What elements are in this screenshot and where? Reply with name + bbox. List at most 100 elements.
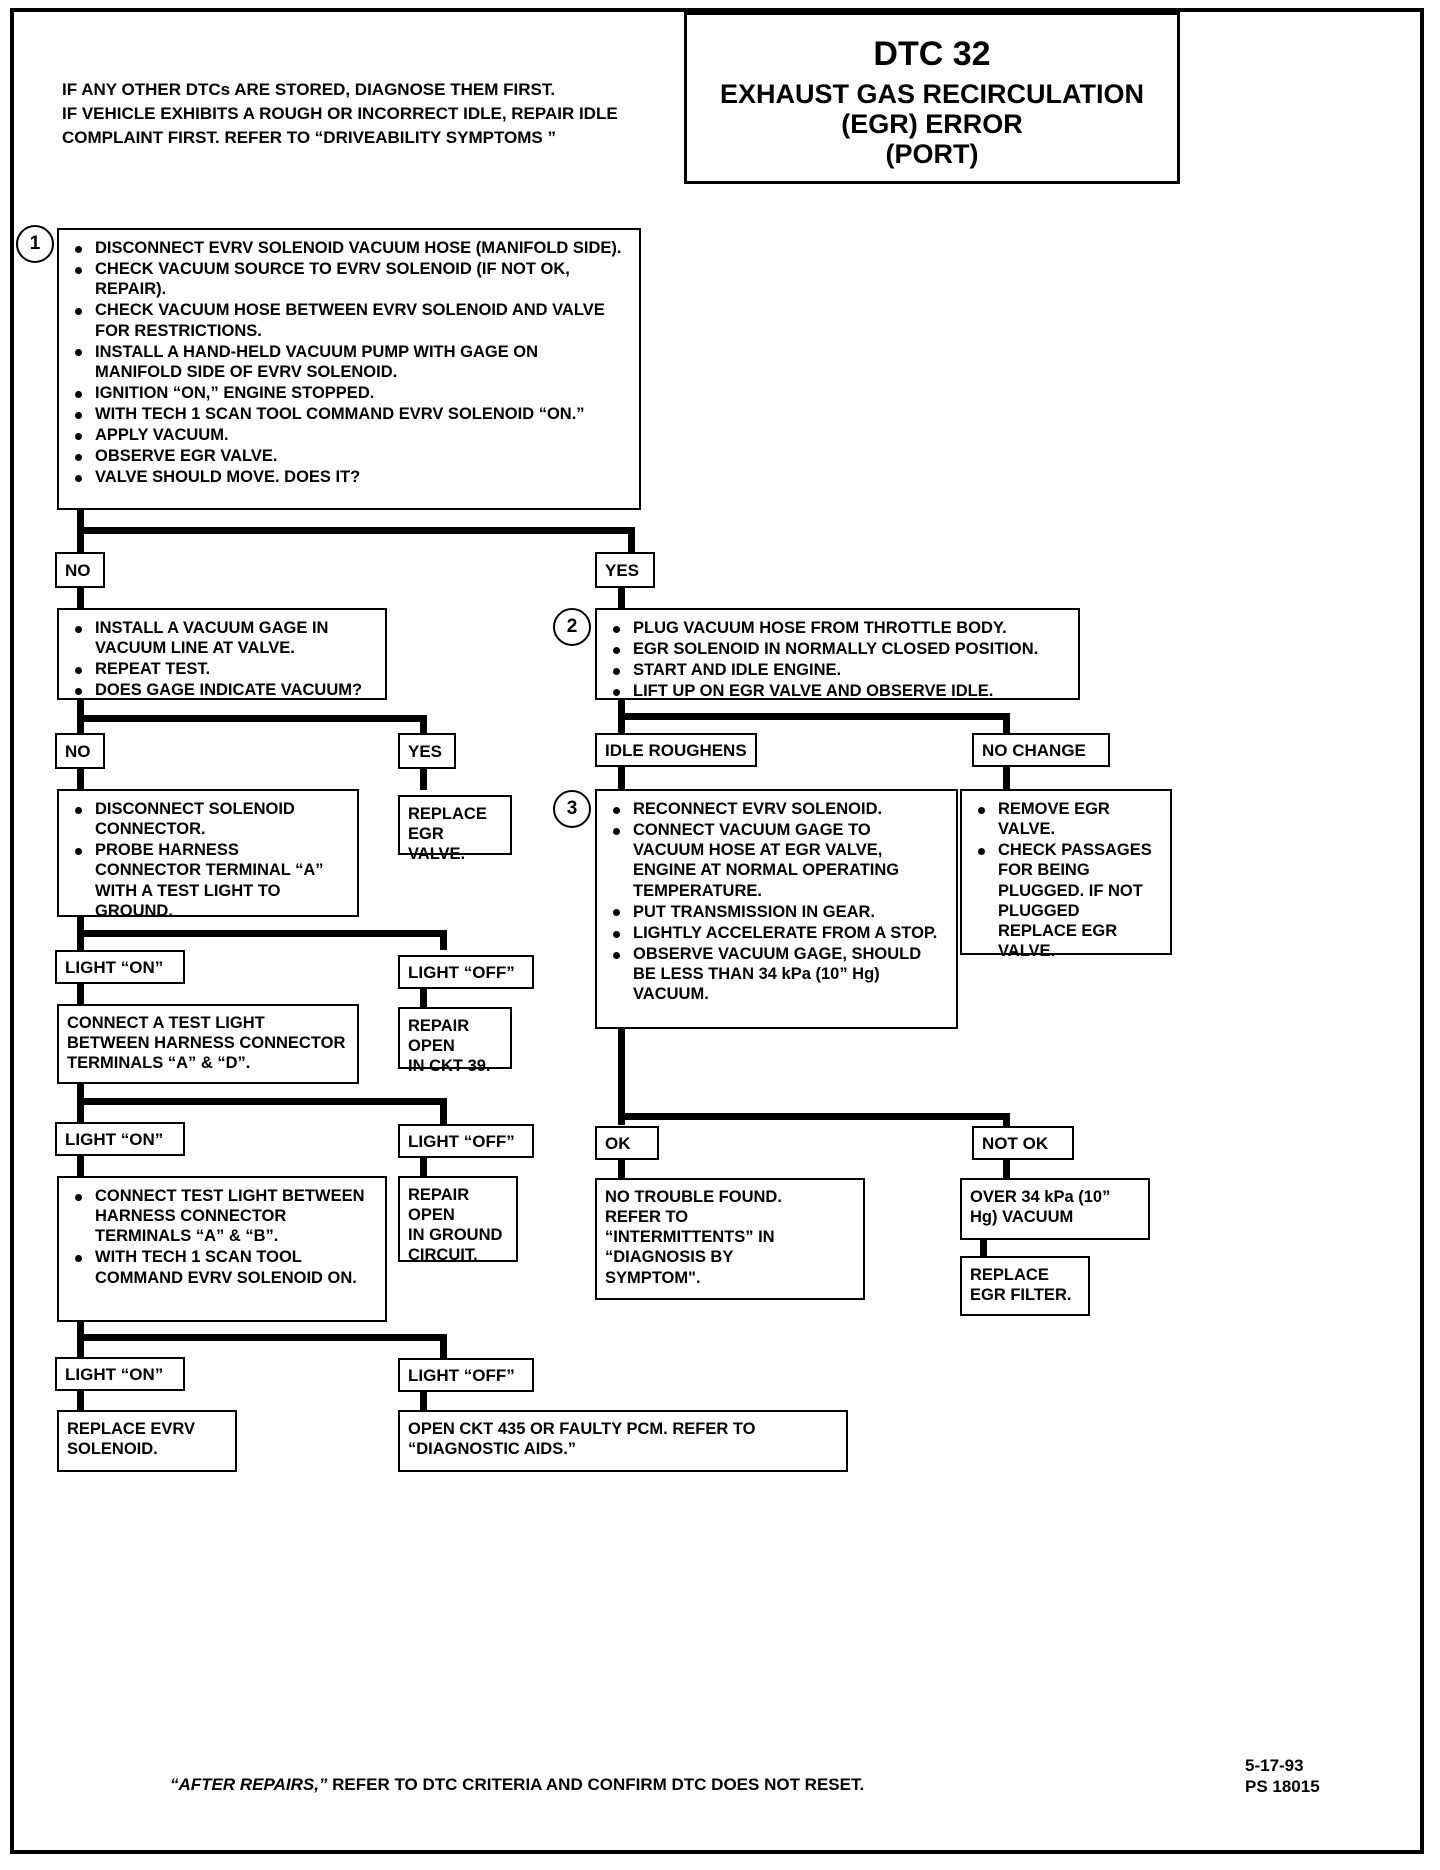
bullet-item: INSTALL A HAND-HELD VACUUM PUMP WITH GAG…: [67, 342, 629, 382]
bullet-item: START AND IDLE ENGINE.: [605, 660, 1068, 680]
branch-label-light-on-1: LIGHT “ON”: [55, 950, 185, 984]
connector-line: [77, 1155, 84, 1177]
connector-line: [77, 527, 635, 534]
connector-line: [77, 1390, 84, 1412]
connector-line: [420, 1391, 427, 1411]
connector-line: [77, 1084, 84, 1106]
box-replace-evrv-solenoid: REPLACE EVRV SOLENOID.: [57, 1410, 237, 1472]
header-note: IF ANY OTHER DTCs ARE STORED, DIAGNOSE T…: [62, 78, 672, 150]
bullet-item: OBSERVE VACUUM GAGE, SHOULD BE LESS THAN…: [605, 944, 946, 1004]
connector-line: [1003, 1159, 1010, 1179]
connector-line: [77, 983, 84, 1005]
branch-label-text: LIGHT “OFF”: [408, 962, 515, 982]
step-3-instructions: RECONNECT EVRV SOLENOID. CONNECT VACUUM …: [595, 789, 958, 1029]
connector-line: [77, 1334, 447, 1341]
connector-line: [77, 1334, 84, 1358]
branch-label-no-1: NO: [55, 552, 105, 588]
footer-after-repairs-note: “AFTER REPAIRS,” REFER TO DTC CRITERIA A…: [170, 1775, 864, 1795]
step-2-instructions: PLUG VACUUM HOSE FROM THROTTLE BODY. EGR…: [595, 608, 1080, 700]
branch-label-light-on-3: LIGHT “ON”: [55, 1357, 185, 1391]
footer-date: 5-17-93: [1245, 1756, 1304, 1775]
connector-line: [77, 527, 84, 552]
branch-label-text: NO CHANGE: [982, 740, 1086, 760]
step-number-2: 2: [553, 608, 591, 646]
bullet-item: PUT TRANSMISSION IN GEAR.: [605, 902, 946, 922]
bullet-item: REMOVE EGR VALVE.: [970, 799, 1160, 839]
bullet-item: DISCONNECT EVRV SOLENOID VACUUM HOSE (MA…: [67, 238, 629, 258]
connector-line: [77, 700, 84, 722]
header-note-line-3: COMPLAINT FIRST. REFER TO “DRIVEABILITY …: [62, 128, 556, 148]
connector-line: [618, 700, 625, 722]
footer-note-italic: “AFTER REPAIRS,”: [170, 1775, 328, 1794]
bullet-item: PLUG VACUUM HOSE FROM THROTTLE BODY.: [605, 618, 1068, 638]
bullet-item: IGNITION “ON,” ENGINE STOPPED.: [67, 383, 629, 403]
connector-line: [77, 510, 84, 534]
box-replace-egr-valve: REPLACE EGR VALVE.: [398, 795, 512, 863]
box-repair-open-ckt-39: REPAIR OPEN IN CKT 39.: [398, 1007, 512, 1075]
step-number-3: 3: [553, 790, 591, 828]
connector-line: [618, 1113, 1010, 1120]
bullet-item: WITH TECH 1 SCAN TOOL COMMAND EVRV SOLEN…: [67, 1247, 375, 1287]
page-border: [10, 8, 1424, 1854]
branch-label-text: LIGHT “OFF”: [408, 1131, 515, 1151]
branch-label-text: YES: [605, 560, 640, 580]
box-open-ckt-435: OPEN CKT 435 OR FAULTY PCM. REFER TO “DI…: [398, 1410, 848, 1472]
connector-line: [77, 1321, 84, 1343]
bullet-item: WITH TECH 1 SCAN TOOL COMMAND EVRV SOLEN…: [67, 404, 629, 424]
branch-label-yes-2: YES: [398, 733, 456, 769]
bullet-item: APPLY VACUUM.: [67, 425, 629, 445]
header-note-line-1: IF ANY OTHER DTCs ARE STORED, DIAGNOSE T…: [62, 80, 556, 99]
box-connect-test-light-a-b: CONNECT TEST LIGHT BETWEEN HARNESS CONNE…: [57, 1176, 387, 1322]
title-block: DTC 32 EXHAUST GAS RECIRCULATION (EGR) E…: [684, 12, 1180, 184]
connector-line: [980, 1239, 987, 1259]
connector-line: [420, 715, 427, 735]
connector-line: [77, 715, 427, 722]
bullet-item: EGR SOLENOID IN NORMALLY CLOSED POSITION…: [605, 639, 1068, 659]
branch-label-no-change: NO CHANGE: [972, 733, 1110, 767]
branch-label-light-off-2: LIGHT “OFF”: [398, 1124, 534, 1158]
branch-label-text: LIGHT “ON”: [65, 1129, 164, 1149]
box-repair-open-ground-circuit: REPAIR OPEN IN GROUND CIRCUIT.: [398, 1176, 518, 1264]
connector-line: [420, 988, 427, 1008]
branch-label-yes-1: YES: [595, 552, 655, 588]
step-number-1: 1: [16, 225, 54, 263]
connector-line: [618, 586, 625, 610]
box-replace-egr-filter: REPLACE EGR FILTER.: [960, 1256, 1090, 1316]
bullet-item: REPEAT TEST.: [67, 659, 375, 679]
connector-line: [77, 930, 447, 937]
branch-label-text: YES: [408, 741, 443, 761]
connector-line: [440, 930, 447, 950]
branch-label-text: NO: [65, 560, 91, 580]
branch-label-text: NOT OK: [982, 1133, 1049, 1153]
branch-label-text: OK: [605, 1133, 631, 1153]
connector-line: [618, 1159, 625, 1179]
branch-label-text: LIGHT “OFF”: [408, 1365, 515, 1385]
connector-line: [618, 713, 625, 733]
connector-line: [77, 768, 84, 790]
branch-label-text: NO: [65, 741, 91, 761]
branch-label-ok: OK: [595, 1126, 659, 1160]
footer-note-rest: REFER TO DTC CRITERIA AND CONFIRM DTC DO…: [327, 1775, 865, 1794]
branch-label-light-off-3: LIGHT “OFF”: [398, 1358, 534, 1392]
bullet-item: CONNECT VACUUM GAGE TO VACUUM HOSE AT EG…: [605, 820, 946, 901]
connector-line: [440, 1098, 447, 1124]
branch-label-not-ok: NOT OK: [972, 1126, 1074, 1160]
box-over-34kpa-vacuum: OVER 34 kPa (10” Hg) VACUUM: [960, 1178, 1150, 1240]
dtc-title-line-1: EXHAUST GAS RECIRCULATION: [719, 78, 1144, 109]
connector-line: [420, 768, 427, 790]
bullet-item: CHECK VACUUM HOSE BETWEEN EVRV SOLENOID …: [67, 300, 629, 340]
branch-label-idle-roughens: IDLE ROUGHENS: [595, 733, 757, 767]
bullet-item: OBSERVE EGR VALVE.: [67, 446, 629, 466]
connector-line: [1003, 713, 1010, 733]
bullet-item: LIFT UP ON EGR VALVE AND OBSERVE IDLE.: [605, 681, 1068, 701]
branch-label-text: IDLE ROUGHENS: [605, 740, 747, 760]
box-disconnect-solenoid: DISCONNECT SOLENOID CONNECTOR. PROBE HAR…: [57, 789, 359, 920]
connector-line: [77, 1098, 447, 1105]
dtc-title-line-3: (PORT): [885, 139, 979, 170]
connector-line: [1003, 766, 1010, 790]
connector-line: [77, 715, 84, 735]
box-remove-egr-valve: REMOVE EGR VALVE. CHECK PASSAGES FOR BEI…: [960, 789, 1172, 960]
branch-label-text: LIGHT “ON”: [65, 957, 164, 977]
step-1-instructions: DISCONNECT EVRV SOLENOID VACUUM HOSE (MA…: [57, 228, 641, 510]
bullet-item: PROBE HARNESS CONNECTOR TERMINAL “A” WIT…: [67, 840, 347, 921]
